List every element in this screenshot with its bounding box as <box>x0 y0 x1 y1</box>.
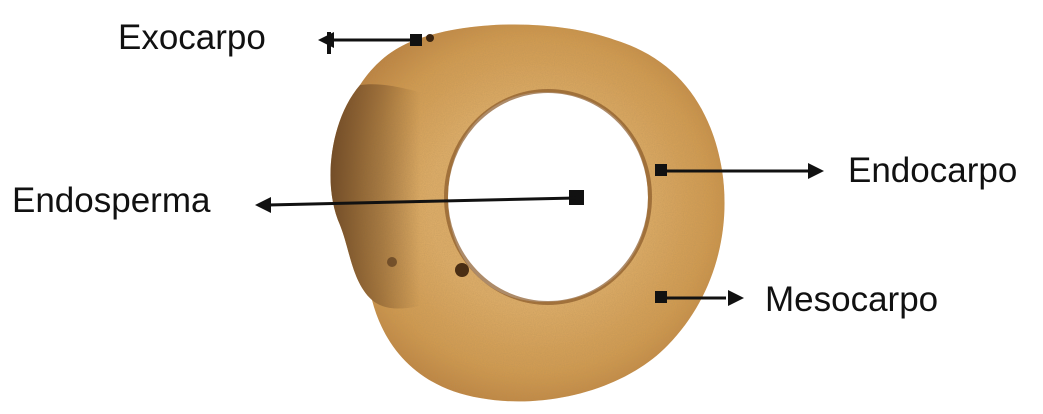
label-mesocarpo: Mesocarpo <box>765 282 938 317</box>
skin-spot <box>387 257 397 267</box>
label-exocarpo: Exocarpo <box>118 20 266 55</box>
label-endocarpo: Endocarpo <box>848 153 1017 188</box>
endosperm-cavity <box>449 94 647 300</box>
skin-spot <box>455 263 469 277</box>
label-endosperma: Endosperma <box>12 183 210 218</box>
skin-spot <box>426 34 434 42</box>
